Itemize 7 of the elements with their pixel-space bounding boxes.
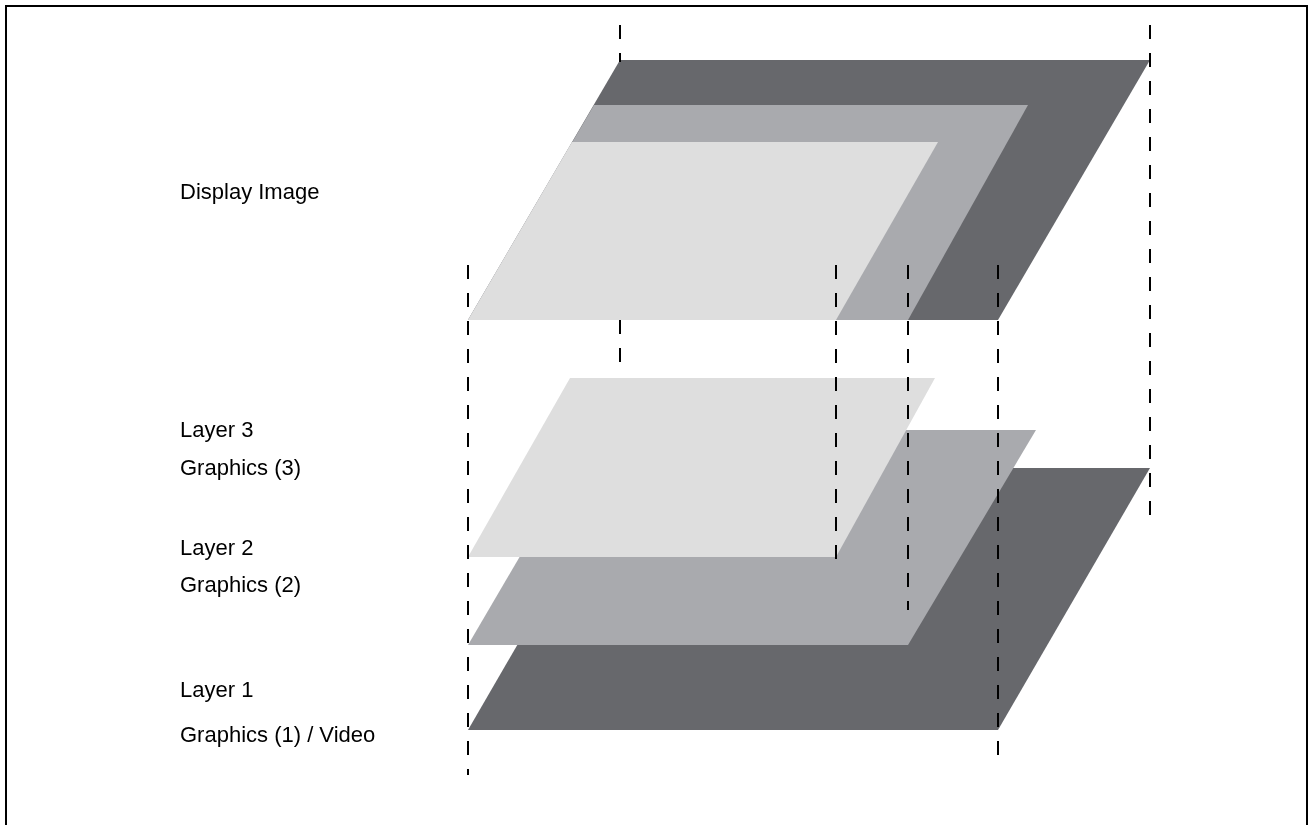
layer-label: Layer 3 <box>180 417 254 443</box>
layer-label: Layer 2 <box>180 535 254 561</box>
layer-label: Graphics (3) <box>180 455 302 481</box>
layer-label: Graphics (2) <box>180 572 302 598</box>
layer-label: Display Image <box>180 179 320 205</box>
layer-label: Graphics (1) / Video <box>180 722 376 748</box>
layer-label: Layer 1 <box>180 677 254 703</box>
